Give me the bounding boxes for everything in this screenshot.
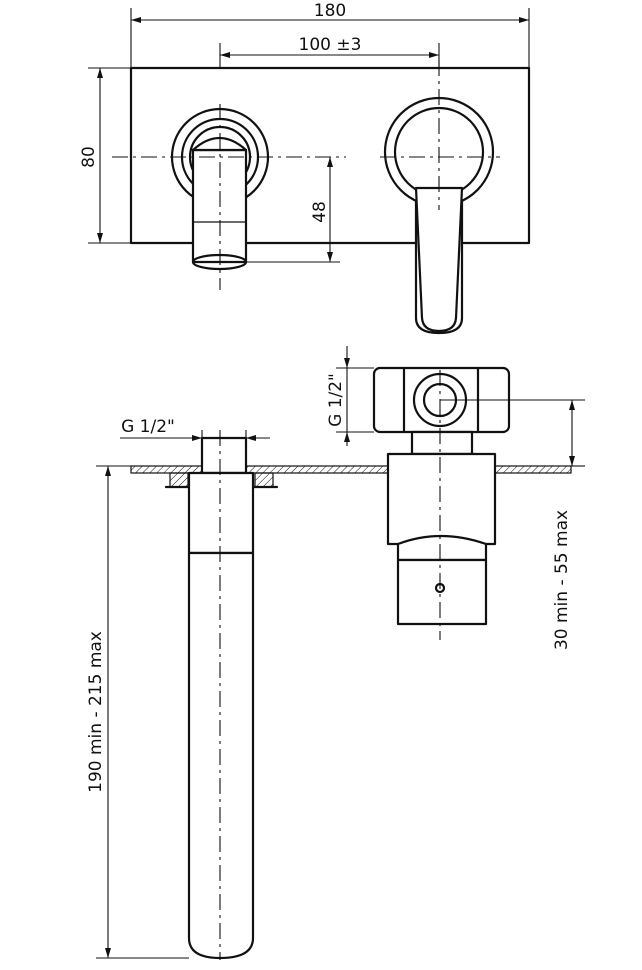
spout-flange <box>164 472 279 489</box>
dim-plate-height: 80 <box>79 67 131 244</box>
dim-spout-length-label: 190 min - 215 max <box>86 631 106 793</box>
dim-spout-offset: 48 <box>246 157 340 263</box>
dim-spout-length: 190 min - 215 max <box>86 465 189 959</box>
dim-wall-depth-label: 30 min - 55 max <box>552 510 572 650</box>
dim-plate-height-label: 80 <box>79 146 99 168</box>
side-view: G 1/2" G 1/2" 190 min - 215 max <box>86 346 585 960</box>
dim-spout-offset-label: 48 <box>310 201 330 223</box>
dim-thread-top-label: G 1/2" <box>121 417 175 437</box>
dim-handle-spacing: 100 ±3 <box>219 35 440 68</box>
dim-wall-depth: 30 min - 55 max <box>440 399 585 650</box>
dim-thread-side: G 1/2" <box>326 346 374 446</box>
dim-thread-side-label: G 1/2" <box>326 373 346 427</box>
valve-body <box>372 366 511 626</box>
spout-side <box>187 436 255 960</box>
dim-thread-top: G 1/2" <box>120 417 270 444</box>
front-view: 180 100 ±3 80 48 <box>79 1 531 335</box>
dim-plate-width: 180 <box>130 1 530 68</box>
dim-plate-width-label: 180 <box>314 1 346 21</box>
wall-surface <box>130 465 572 474</box>
dim-handle-spacing-label: 100 ±3 <box>299 35 362 55</box>
